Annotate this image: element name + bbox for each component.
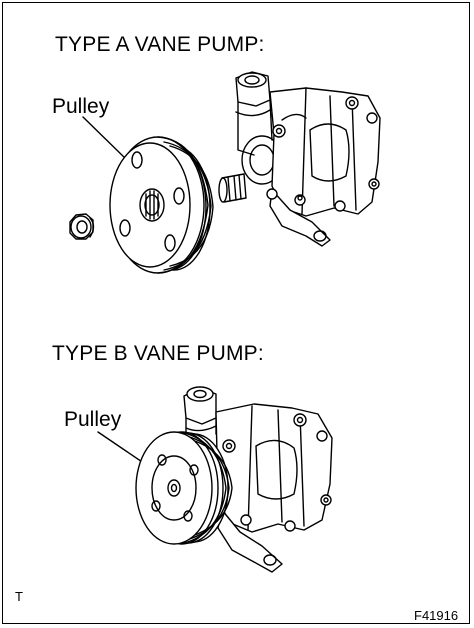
type-a-pump-icon <box>218 71 381 247</box>
type-a-pulley-label: Pulley <box>52 95 110 118</box>
type-b-pump-icon <box>183 386 333 573</box>
frame-border <box>2 2 470 624</box>
nut-icon <box>69 213 95 240</box>
type-b-pulley-icon <box>135 431 233 545</box>
type-a-pulley-icon <box>109 136 214 274</box>
type-b-pulley-label: Pulley <box>64 408 122 431</box>
type-b-heading: TYPE B VANE PUMP: <box>52 342 264 365</box>
corner-mark: T <box>15 589 23 604</box>
figure-code: F41916 <box>414 608 459 623</box>
type-a-heading: TYPE A VANE PUMP: <box>55 33 265 56</box>
type-a-leader-line <box>82 116 128 161</box>
